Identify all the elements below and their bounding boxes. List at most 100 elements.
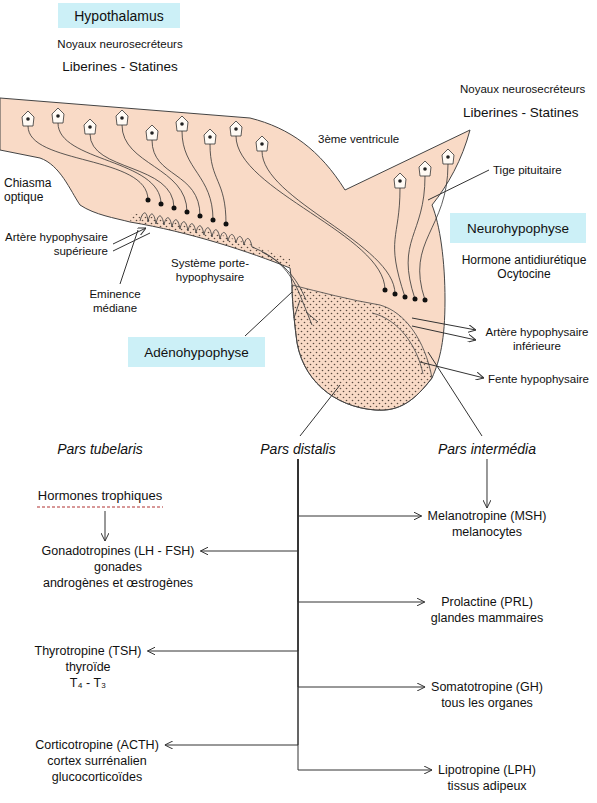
neuron-cell [84, 119, 96, 134]
terminal [198, 214, 203, 219]
node-detail: tous les organes [431, 695, 543, 711]
node-title: Neurohypophyse [467, 221, 569, 236]
axon [122, 125, 187, 212]
node-title: Melanotropine (MSH) [428, 508, 547, 524]
structure-box: Adénohypophyse [128, 337, 265, 367]
terminal [224, 222, 229, 227]
annotation-label: Chiasma optique [4, 176, 60, 204]
hormone-label: Melanotropine (MSH)melanocytes [422, 508, 553, 540]
node-detail: androgènes et œstrogènes [42, 575, 195, 591]
neuron-cell [230, 121, 242, 136]
structure-box: Neurohypophyse [450, 213, 586, 243]
annotation-label: Fente hypophysaire [488, 372, 589, 386]
node-title: Pars distalis [260, 441, 335, 457]
annotation-label: Système porte-hypophysaire [155, 256, 265, 284]
hypothalamic-neurons [22, 108, 454, 300]
neuron-cell [419, 161, 431, 176]
cleft-arrow [420, 362, 484, 378]
nucleus [26, 117, 30, 121]
leader-line [428, 352, 482, 436]
annotation-label: Hormone antidiurétique Ocytocine [455, 253, 593, 281]
axon [236, 136, 385, 290]
anterior-lobe [292, 285, 432, 410]
hormone-label: Somatotropine (GH)tous les organes [425, 679, 549, 711]
leader-line [300, 385, 340, 436]
node-detail: glandes mammaires [431, 610, 544, 626]
annotation-label: Eminence médiane [80, 287, 150, 315]
annotation-label: Artère hypophysaire inférieure [480, 325, 594, 353]
axon [58, 123, 161, 204]
node-title: Gonadotropines (LH - FSH) [42, 543, 195, 559]
nucleus [150, 131, 154, 135]
neuron-nuclei [26, 114, 450, 183]
annotation-label: Hormones trophiques [10, 489, 190, 503]
annotation-label: Liberines - Statines [20, 60, 220, 74]
terminal [159, 202, 164, 207]
node-title: Thyrotropine (TSH) [35, 643, 142, 659]
axon [395, 188, 405, 297]
node-detail: melanocytes [428, 524, 547, 540]
annotation-label: Liberines - Statines [463, 106, 579, 120]
capillary-loops [140, 213, 252, 247]
neuron-cell [256, 136, 268, 151]
neuron-cell [204, 129, 216, 144]
nucleus [260, 142, 264, 146]
part-label: Pars distalis [254, 439, 341, 459]
node-title: Lipotropine (LPH) [438, 762, 536, 778]
tissue-outline [0, 98, 470, 410]
axon [408, 176, 425, 299]
terminal [403, 295, 408, 300]
node-detail: tissus adipeux [438, 778, 536, 794]
connector-arrow [298, 459, 432, 770]
terminal [423, 298, 428, 303]
annotation-label: Noyaux neurosecréteurs [20, 37, 220, 51]
terminal [146, 198, 151, 203]
axon-terminals [146, 198, 428, 303]
nucleus [120, 116, 124, 120]
annotation-label: Tige pituitaire [493, 163, 562, 177]
dashed-underline [37, 507, 163, 508]
part-label: Pars intermédia [432, 439, 542, 459]
node-title: Pars tubelaris [57, 441, 143, 457]
median-eminence-band [130, 213, 290, 268]
leader-line [245, 292, 292, 336]
node-title: Corticotropine (ACTH) [35, 737, 159, 753]
connector-arrow [147, 459, 298, 651]
node-title: Pars intermédia [438, 441, 536, 457]
nucleus [88, 125, 92, 129]
nucleus [446, 155, 450, 159]
node-detail: thyroïde [35, 659, 142, 675]
axon [152, 140, 200, 216]
pituitary-cleft [372, 313, 423, 374]
neuron-cell [116, 110, 128, 125]
connector-arrow [298, 459, 422, 516]
neuron-cell [146, 125, 158, 140]
leader-line [120, 230, 138, 284]
leader-line [428, 170, 489, 200]
node-detail: glucocorticoïdes [35, 769, 159, 785]
terminal [393, 292, 398, 297]
neuron-cell [176, 116, 188, 131]
axon [90, 134, 174, 208]
node-title: Hypothalamus [74, 8, 164, 24]
part-label: Pars tubelaris [51, 439, 149, 459]
node-title: Somatotropine (GH) [431, 679, 543, 695]
axon [262, 151, 395, 294]
trophic-arrow [105, 511, 106, 541]
connector-arrow [486, 459, 487, 508]
neuron-cell [22, 111, 34, 126]
nucleus [234, 127, 238, 131]
neuron-cell [442, 149, 454, 164]
nucleus [208, 135, 212, 139]
nucleus [56, 114, 60, 118]
hormone-label: Gonadotropines (LH - FSH)gonadesandrogèn… [36, 543, 201, 591]
neuron-cell [394, 173, 406, 188]
annotation-label: Noyaux neurosecréteurs [460, 82, 585, 96]
nucleus [398, 179, 402, 183]
neuron-cell [52, 108, 64, 123]
terminal [185, 210, 190, 215]
portal-vessel [252, 247, 318, 325]
